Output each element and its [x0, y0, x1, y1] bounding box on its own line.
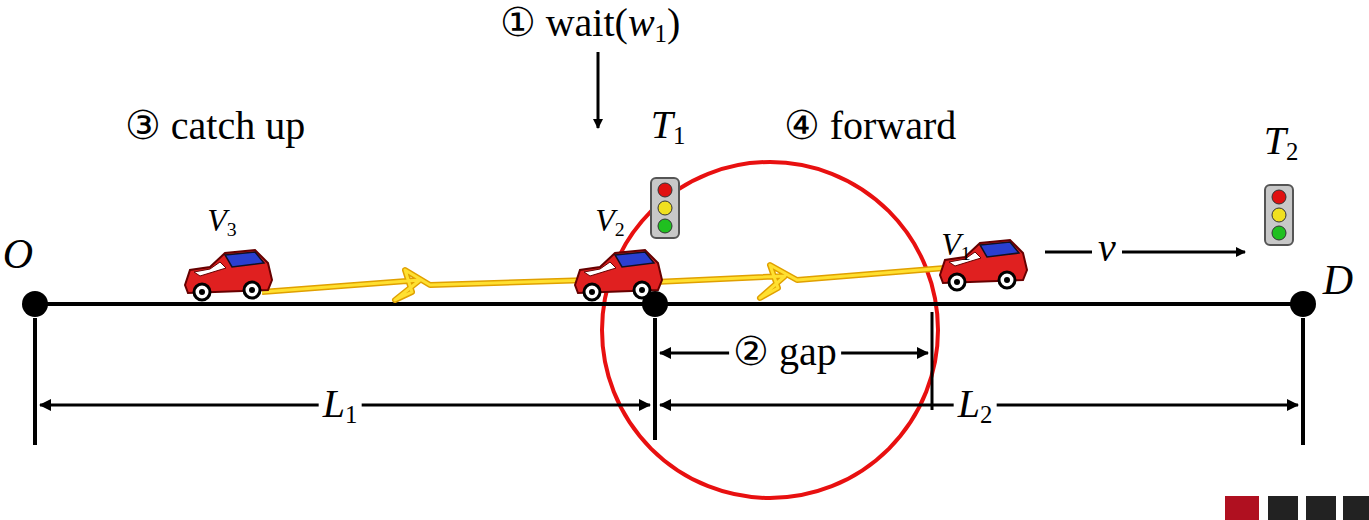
point-label: D: [1323, 257, 1353, 303]
logo-fragment: [1306, 496, 1336, 520]
highlight-circle: [602, 162, 938, 498]
vehicle-label: V3: [207, 203, 236, 241]
vehicle-label: V1: [941, 227, 970, 265]
velocity-label: v: [1094, 226, 1120, 270]
logo-fragment: [1225, 496, 1259, 520]
traffic-light: [651, 178, 679, 238]
car-icon: [575, 250, 662, 300]
traffic-light: [1265, 185, 1293, 245]
node-dot: [1290, 291, 1316, 317]
wireless-link: [262, 270, 590, 300]
vehicle-label: V2: [595, 203, 624, 241]
step-label: ④ forward: [784, 104, 957, 148]
logo-fragment: [1343, 496, 1369, 520]
node-dot: [22, 291, 48, 317]
car-icon: [185, 250, 272, 300]
signal-label: T2: [1264, 119, 1299, 165]
dimension-label: L2: [954, 382, 997, 428]
dimension-label: L1: [319, 382, 362, 428]
velocity-arrow: [1122, 251, 1245, 254]
road: [35, 302, 1303, 306]
signal-label: T1: [651, 103, 686, 149]
logo-fragment: [1268, 496, 1298, 520]
wait-arrow: [597, 52, 600, 128]
point-label: O: [3, 231, 33, 277]
wireless-link: [655, 265, 945, 298]
step-label: ② gap: [729, 330, 841, 374]
step-label: ① wait(w1): [500, 1, 681, 47]
step-label: ③ catch up: [125, 104, 305, 148]
